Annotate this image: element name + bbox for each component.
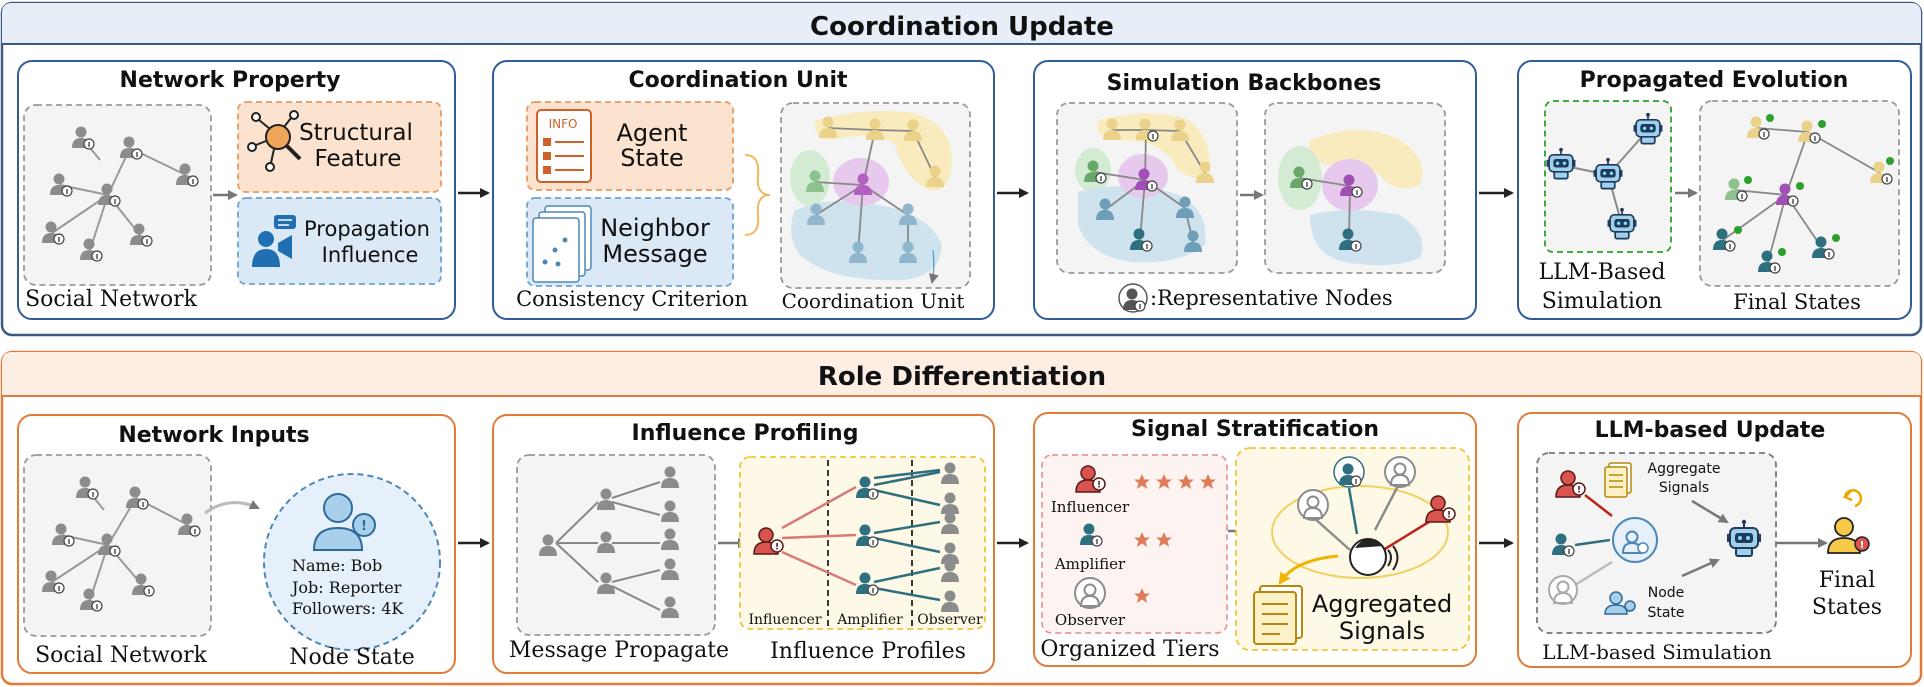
coordination-unit-label: Coordination Unit bbox=[782, 289, 965, 313]
aggregated-document-icon bbox=[1253, 585, 1303, 645]
llm-based-simulation-label: LLM-based Simulation bbox=[1542, 640, 1772, 664]
signal-stratification-title: Signal Stratification bbox=[1131, 417, 1379, 442]
simulation-backbones-title: Simulation Backbones bbox=[1107, 71, 1382, 96]
node-state-user-icon: ! bbox=[312, 493, 376, 551]
signal-stratification-panel: Signal Stratification Influencer Amplifi… bbox=[1033, 412, 1477, 667]
tier-observer-label: Observer bbox=[1055, 611, 1126, 629]
update-observer-node bbox=[1548, 575, 1578, 605]
message-propagate-label: Message Propagate bbox=[509, 638, 729, 663]
info-badge-text: INFO bbox=[549, 117, 578, 131]
node-state-small-line2: State bbox=[1647, 605, 1684, 621]
llm-based-update-title: LLM-based Update bbox=[1595, 418, 1826, 443]
final-states-line1: Final bbox=[1819, 568, 1876, 593]
structural-feature-line2: Feature bbox=[315, 146, 402, 172]
update-edges bbox=[1574, 494, 1613, 587]
input-social-network-label: Social Network bbox=[35, 643, 208, 668]
refresh-icon bbox=[1842, 489, 1863, 508]
network-inputs-title: Network Inputs bbox=[118, 423, 309, 448]
influence-profiling-title: Influence Profiling bbox=[632, 421, 859, 446]
agent-state-line1: Agent bbox=[616, 119, 687, 147]
llm-based-simulation-line1: LLM-Based bbox=[1539, 260, 1666, 285]
structural-feature-line1: Structural bbox=[299, 120, 413, 146]
representative-nodes-legend: :Representative Nodes bbox=[1150, 286, 1393, 310]
social-network-label: Social Network bbox=[25, 287, 198, 312]
neighbor-message-line2: Message bbox=[602, 240, 707, 268]
aggregated-observer-node-top bbox=[1384, 456, 1416, 488]
final-states-line2: States bbox=[1812, 595, 1882, 620]
final-state-user-icon: ! bbox=[1827, 517, 1870, 554]
amplifier-column-label: Amplifier bbox=[836, 612, 903, 628]
info-document-icon: INFO bbox=[536, 109, 592, 183]
tier-amplifier-label: Amplifier bbox=[1054, 555, 1126, 573]
node-state-small-icon bbox=[1604, 591, 1636, 615]
llm-robot-graph bbox=[1545, 111, 1664, 240]
node-state-followers: Followers: 4K bbox=[292, 599, 404, 618]
influence-profiles-label: Influence Profiles bbox=[770, 639, 966, 664]
section-title-role-differentiation: Role Differentiation bbox=[818, 362, 1106, 392]
aggregated-amplifier-node bbox=[1333, 456, 1365, 488]
aggregated-signals-line1: Aggregated bbox=[1312, 590, 1452, 618]
aggregate-signals-line1: Aggregate bbox=[1648, 461, 1721, 477]
structural-feature-icon bbox=[247, 110, 302, 172]
node-state-name: Name: Bob bbox=[292, 556, 382, 575]
profile-edges bbox=[781, 468, 941, 602]
propagated-evolution-title: Propagated Evolution bbox=[1580, 68, 1849, 93]
tier-observer-icon bbox=[1074, 577, 1106, 609]
node-state-job: Job: Reporter bbox=[290, 578, 402, 597]
svg-text:!: ! bbox=[361, 519, 367, 534]
message-propagate-tree bbox=[555, 481, 661, 611]
role-differentiation-section: Role Differentiation Network Inputs bbox=[0, 350, 1923, 686]
neighbor-message-line1: Neighbor bbox=[600, 214, 710, 242]
organized-tiers-label: Organized Tiers bbox=[1040, 637, 1219, 662]
aggregated-signals-line2: Signals bbox=[1339, 617, 1425, 645]
checkmark-icons bbox=[1734, 114, 1894, 256]
network-property-title: Network Property bbox=[120, 68, 341, 93]
coordination-update-section: Coordination Update Network Property bbox=[0, 1, 1923, 337]
aggregated-observer-node-left bbox=[1297, 489, 1329, 521]
aggregate-signals-doc-icon bbox=[1604, 462, 1632, 498]
aggregate-signals-line2: Signals bbox=[1659, 480, 1709, 496]
influence-profiling-panel: Influence Profiling bbox=[492, 414, 995, 674]
propagation-influence-line1: Propagation bbox=[304, 217, 430, 241]
llm-based-update-panel: LLM-based Update bbox=[1517, 412, 1912, 668]
listening-head-icon bbox=[1349, 538, 1399, 576]
network-inputs-panel: Network Inputs Social N bbox=[17, 414, 456, 674]
neighbor-message-icon bbox=[532, 205, 592, 283]
node-state-label: Node State bbox=[289, 645, 414, 670]
llm-based-simulation-line2: Simulation bbox=[1542, 289, 1663, 314]
aggregation-edges bbox=[1312, 481, 1433, 554]
consistency-criterion-label: Consistency Criterion bbox=[516, 287, 748, 311]
svg-text:!: ! bbox=[1860, 540, 1865, 551]
propagated-evolution-panel: Propagated Evolution LLM-Based Simulatio… bbox=[1517, 60, 1912, 320]
tier-influencer-label: Influencer bbox=[1051, 498, 1130, 516]
update-center-node bbox=[1612, 517, 1658, 563]
propagation-influence-icon bbox=[252, 215, 296, 267]
section-title-coordination-update: Coordination Update bbox=[810, 12, 1114, 42]
observer-column-label: Observer bbox=[917, 612, 983, 628]
agent-state-line2: State bbox=[620, 144, 684, 172]
simulation-backbones-panel: Simulation Backbones bbox=[1033, 60, 1477, 320]
coordination-unit-panel: Coordination Unit INFO Agent State bbox=[492, 60, 995, 320]
node-state-small-line1: Node bbox=[1648, 585, 1685, 601]
network-property-panel: Network Property Social bbox=[17, 60, 456, 320]
propagation-influence-line2: Influence bbox=[322, 243, 419, 267]
final-states-label: Final States bbox=[1733, 290, 1861, 314]
representative-node-legend-icon bbox=[1118, 283, 1148, 313]
coordination-unit-title: Coordination Unit bbox=[628, 68, 848, 93]
influencer-column-label: Influencer bbox=[748, 612, 821, 628]
